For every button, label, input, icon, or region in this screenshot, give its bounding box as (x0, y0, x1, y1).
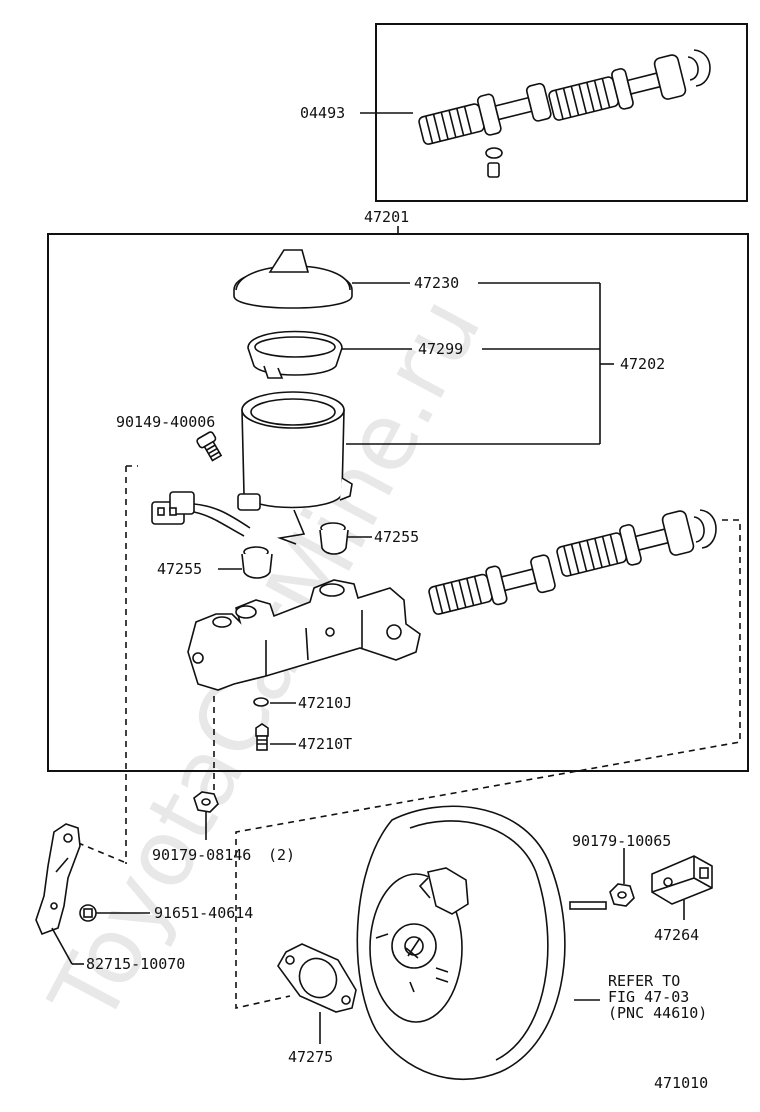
master-cylinder-body (187, 579, 421, 691)
master-cylinder-box (47, 233, 749, 772)
reservoir-cap (233, 249, 353, 309)
label-reservoir-cap: 47230 (414, 274, 459, 292)
grommet-left (241, 546, 273, 579)
refer-note-line2: FIG 47-03 (608, 988, 689, 1006)
level-sensor-connector (151, 491, 251, 537)
label-plug: 47210T (298, 735, 352, 753)
label-grommet-right: 47255 (374, 528, 419, 546)
refer-note-line1: REFER TO (608, 972, 680, 990)
cap-strainer (247, 330, 343, 379)
gasket (253, 697, 269, 707)
nut-8146 (193, 791, 219, 813)
reservoir (237, 391, 353, 545)
label-nut-10065: 90179-10065 (572, 832, 671, 850)
snap-ring-top (687, 49, 711, 87)
label-clevis: 47264 (654, 926, 699, 944)
label-booster-gasket: 47275 (288, 1048, 333, 1066)
union-screw (196, 431, 223, 462)
nut-10065 (609, 883, 635, 907)
label-seal-kit: 04493 (300, 104, 345, 122)
label-nut-8146-qty: (2) (268, 846, 295, 864)
plug (255, 723, 269, 751)
booster-gasket (277, 943, 357, 1013)
label-bracket: 82715-10070 (86, 955, 185, 973)
clip-icon (79, 904, 97, 922)
label-gasket: 47210J (298, 694, 352, 712)
grommet-right (319, 522, 349, 555)
piston-springs-main (428, 509, 717, 615)
label-union-screw: 90149-40006 (116, 413, 215, 431)
label-clip: 91651-40614 (154, 904, 253, 922)
label-master-cylinder: 47201 (364, 208, 409, 226)
figure-code: 471010 (654, 1074, 708, 1092)
label-reservoir-assy: 47202 (620, 355, 665, 373)
seal-kit-parts (418, 49, 711, 178)
clevis (651, 855, 713, 905)
bracket (35, 823, 81, 936)
brake-booster (356, 805, 607, 1080)
label-grommet-left: 47255 (157, 560, 202, 578)
refer-note-line3: (PNC 44610) (608, 1004, 707, 1022)
label-nut-8146: 90179-08146 (152, 846, 251, 864)
label-cap-strainer: 47299 (418, 340, 463, 358)
